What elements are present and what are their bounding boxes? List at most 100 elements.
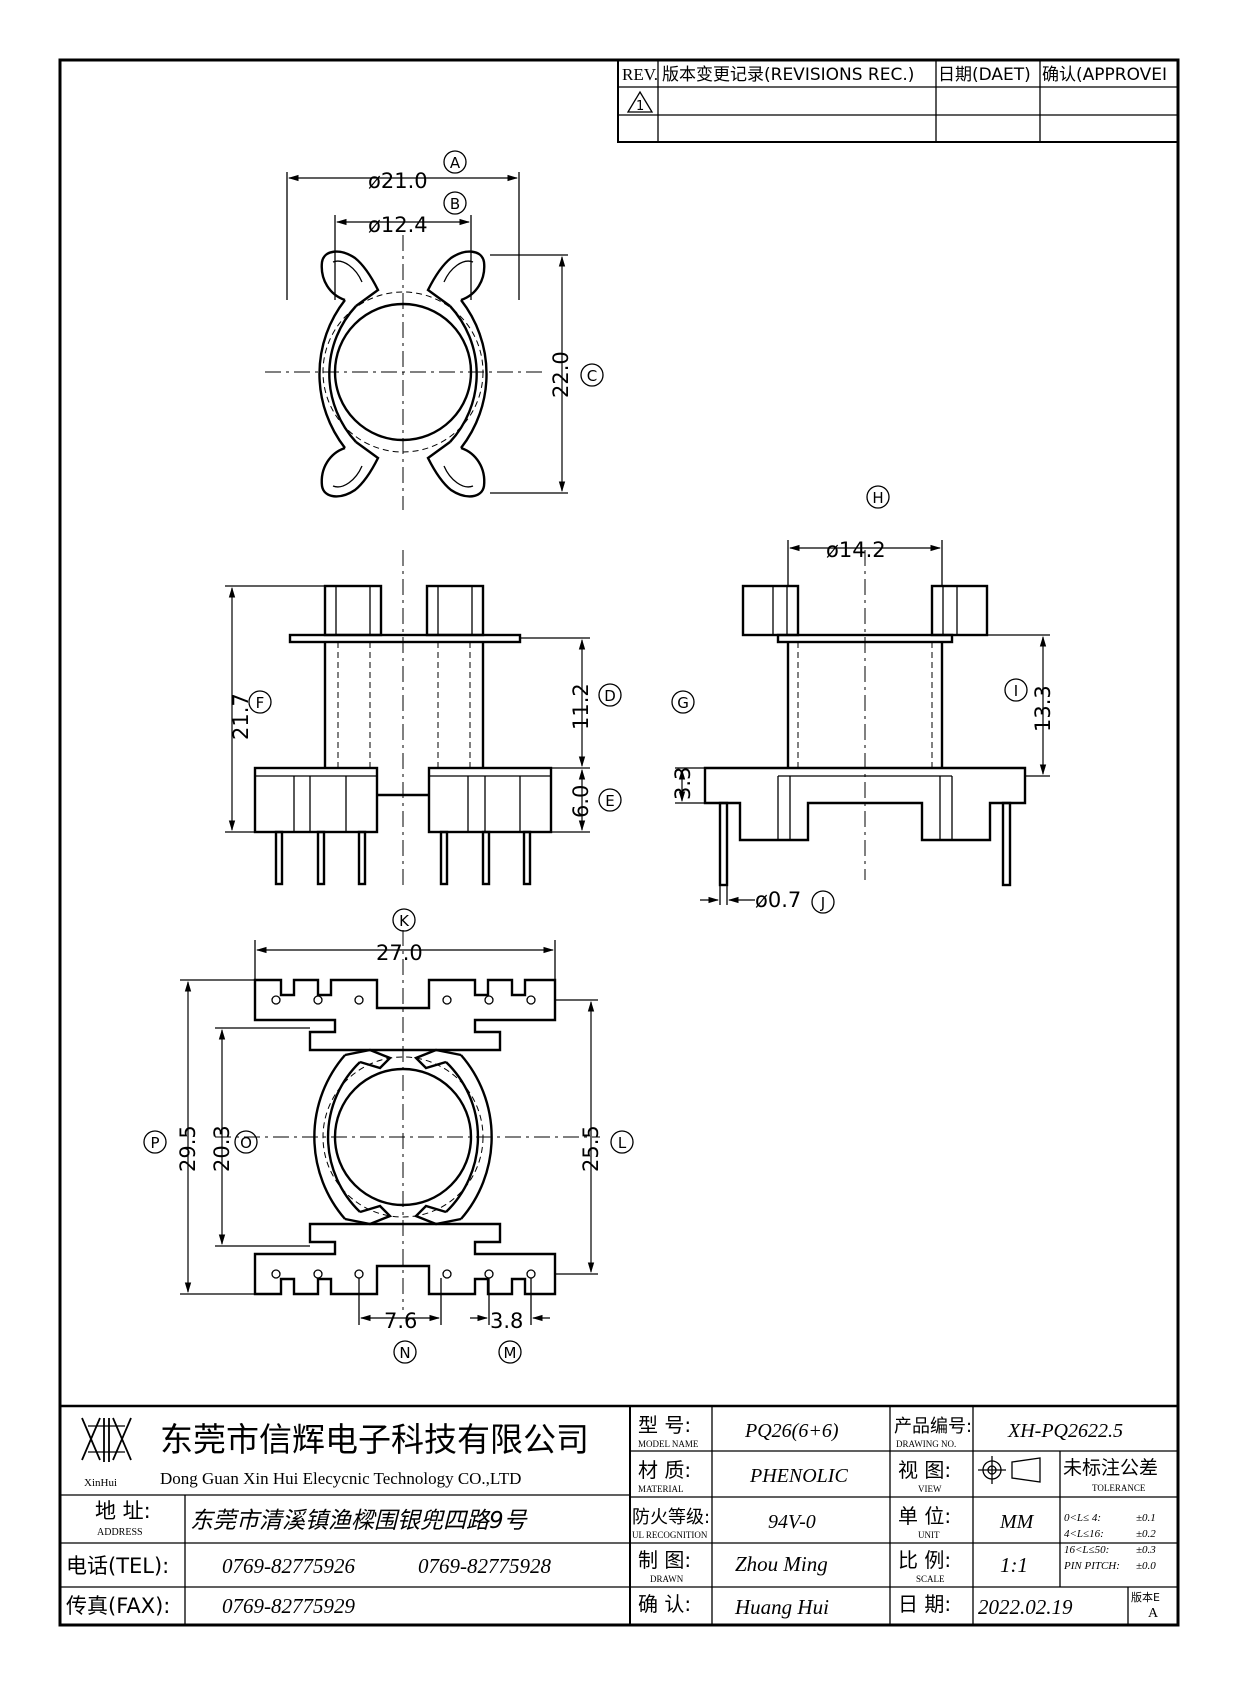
- dim-value-B: ø12.4: [368, 213, 428, 237]
- drawing-no-label-en: DRAWING NO.: [896, 1439, 956, 1449]
- bottom-view-dimensions: [180, 940, 598, 1325]
- fax-value: 0769-82775929: [222, 1594, 355, 1618]
- top-view-dimensions: [286, 172, 568, 494]
- checked-label: 确 认:: [638, 1592, 691, 1616]
- dim-value-G: 3.3: [671, 767, 695, 800]
- company-name-cn: 东莞市信辉电子科技有限公司: [160, 1420, 589, 1459]
- tel-label: 电话(TEL):: [66, 1554, 169, 1578]
- rev-number: 1: [636, 99, 644, 114]
- model-value: PQ26(6+6): [744, 1420, 839, 1442]
- dim-value-L: 25.5: [579, 1125, 603, 1172]
- dim-value-C: 22.0: [549, 351, 573, 398]
- title-block: XinHui 东莞市信辉电子科技有限公司 Dong Guan Xin Hui E…: [58, 1404, 1180, 1627]
- callout-K: K: [392, 908, 416, 932]
- tolerance-range: 4<L≤16:: [1064, 1528, 1104, 1540]
- tolerance-value: ±0.2: [1136, 1528, 1156, 1540]
- logo-text: XinHui: [84, 1477, 117, 1489]
- bottom-view: [215, 930, 600, 1310]
- scale-value: 1:1: [1000, 1553, 1028, 1577]
- tolerance-value: ±0.3: [1136, 1544, 1156, 1556]
- drawn-value: Zhou Ming: [735, 1552, 828, 1576]
- rev-header-record: 版本变更记录(REVISIONS REC.): [662, 65, 914, 85]
- scale-label-en: SCALE: [916, 1574, 945, 1584]
- side-view: [703, 550, 1027, 887]
- front-view-dimensions: [225, 585, 590, 833]
- callout-letter-N: N: [399, 1344, 410, 1362]
- callout-P: P: [143, 1130, 167, 1154]
- rev-header-date: 日期(DAET): [938, 65, 1031, 85]
- callout-letter-O: O: [240, 1134, 252, 1152]
- date-value: 2022.02.19: [978, 1595, 1073, 1619]
- callout-L: L: [610, 1130, 634, 1154]
- callout-M: M: [498, 1340, 522, 1364]
- callout-E: E: [598, 788, 622, 812]
- view-label: 视 图:: [898, 1458, 951, 1482]
- fax-label: 传真(FAX):: [66, 1594, 170, 1618]
- address-value: 东莞市清溪镇渔樑围银兜四路9号: [190, 1508, 528, 1534]
- tolerance-range: 16<L≤50:: [1064, 1544, 1109, 1556]
- projection-symbol-icon: [978, 1456, 1041, 1484]
- dim-value-O: 20.3: [210, 1125, 234, 1172]
- company-name-en: Dong Guan Xin Hui Elecycnic Technology C…: [160, 1469, 521, 1488]
- dimension-values: ø21.0 ø12.4 22.0 21.7 11.2 6.0 ø14.2 13.…: [176, 169, 1055, 1333]
- callout-letter-E: E: [605, 792, 614, 810]
- material-label-en: MATERIAL: [638, 1484, 684, 1494]
- dim-value-H: ø14.2: [826, 538, 886, 562]
- version-label: 版本E: [1131, 1590, 1160, 1604]
- dim-value-D: 11.2: [569, 683, 593, 730]
- callout-B: B: [443, 191, 467, 215]
- callout-letter-G: G: [677, 694, 689, 712]
- callout-A: A: [443, 150, 467, 174]
- dim-value-M: 3.8: [490, 1309, 523, 1333]
- tel-value-2: 0769-82775928: [418, 1554, 551, 1578]
- address-label-en: ADDRESS: [97, 1527, 143, 1538]
- tolerance-range: PIN PITCH:: [1063, 1560, 1120, 1572]
- callout-letter-F: F: [256, 694, 265, 712]
- callout-letter-P: P: [150, 1134, 159, 1152]
- callout-letter-A: A: [450, 154, 461, 172]
- tolerance-title: 未标注公差: [1063, 1457, 1158, 1479]
- dim-value-I: 13.3: [1031, 685, 1055, 732]
- version-value: A: [1148, 1606, 1159, 1621]
- callout-letter-H: H: [872, 489, 883, 507]
- dim-value-P: 29.5: [176, 1125, 200, 1172]
- material-value: PHENOLIC: [749, 1465, 848, 1487]
- address-label: 地 址:: [95, 1499, 151, 1523]
- callout-D: D: [598, 683, 622, 707]
- callout-I: I: [1004, 678, 1028, 702]
- flame-label: 防火等级:: [632, 1507, 710, 1528]
- flame-label-en: UL RECOGNITION: [632, 1530, 708, 1540]
- company-logo: [81, 1417, 132, 1462]
- material-label: 材 质:: [638, 1458, 691, 1482]
- unit-value: MM: [999, 1511, 1035, 1533]
- callout-F: F: [248, 690, 272, 714]
- callout-G: G: [671, 690, 695, 714]
- callout-C: C: [580, 363, 604, 387]
- front-view: [253, 550, 553, 890]
- callout-letter-K: K: [399, 912, 410, 930]
- unit-label: 单 位:: [898, 1504, 951, 1528]
- top-view: [265, 235, 545, 510]
- callout-letter-I: I: [1014, 682, 1018, 700]
- rev-header-approve: 确认(APPROVEI: [1042, 65, 1167, 85]
- tel-value-1: 0769-82775926: [222, 1554, 355, 1578]
- tolerance-value: ±0.0: [1136, 1560, 1156, 1572]
- dim-value-J: ø0.7: [755, 888, 801, 912]
- callout-H: H: [866, 485, 890, 509]
- dim-value-N: 7.6: [384, 1309, 417, 1333]
- rev-header-rev: REV.: [622, 65, 658, 84]
- tolerance-range: 0<L≤ 4:: [1064, 1512, 1101, 1524]
- dim-value-E: 6.0: [569, 785, 593, 818]
- flame-value: 94V-0: [768, 1511, 816, 1533]
- callout-letter-B: B: [450, 195, 460, 213]
- unit-label-en: UNIT: [918, 1530, 940, 1540]
- drawn-label: 制 图:: [638, 1548, 691, 1572]
- tolerance-value: ±0.1: [1136, 1512, 1156, 1524]
- callout-J: J: [811, 890, 835, 914]
- callout-O: O: [234, 1130, 258, 1154]
- callout-letter-L: L: [618, 1134, 627, 1152]
- drawing-no-label: 产品编号:: [894, 1416, 972, 1437]
- model-label: 型 号:: [638, 1413, 691, 1437]
- revision-triangle-icon: [626, 90, 654, 113]
